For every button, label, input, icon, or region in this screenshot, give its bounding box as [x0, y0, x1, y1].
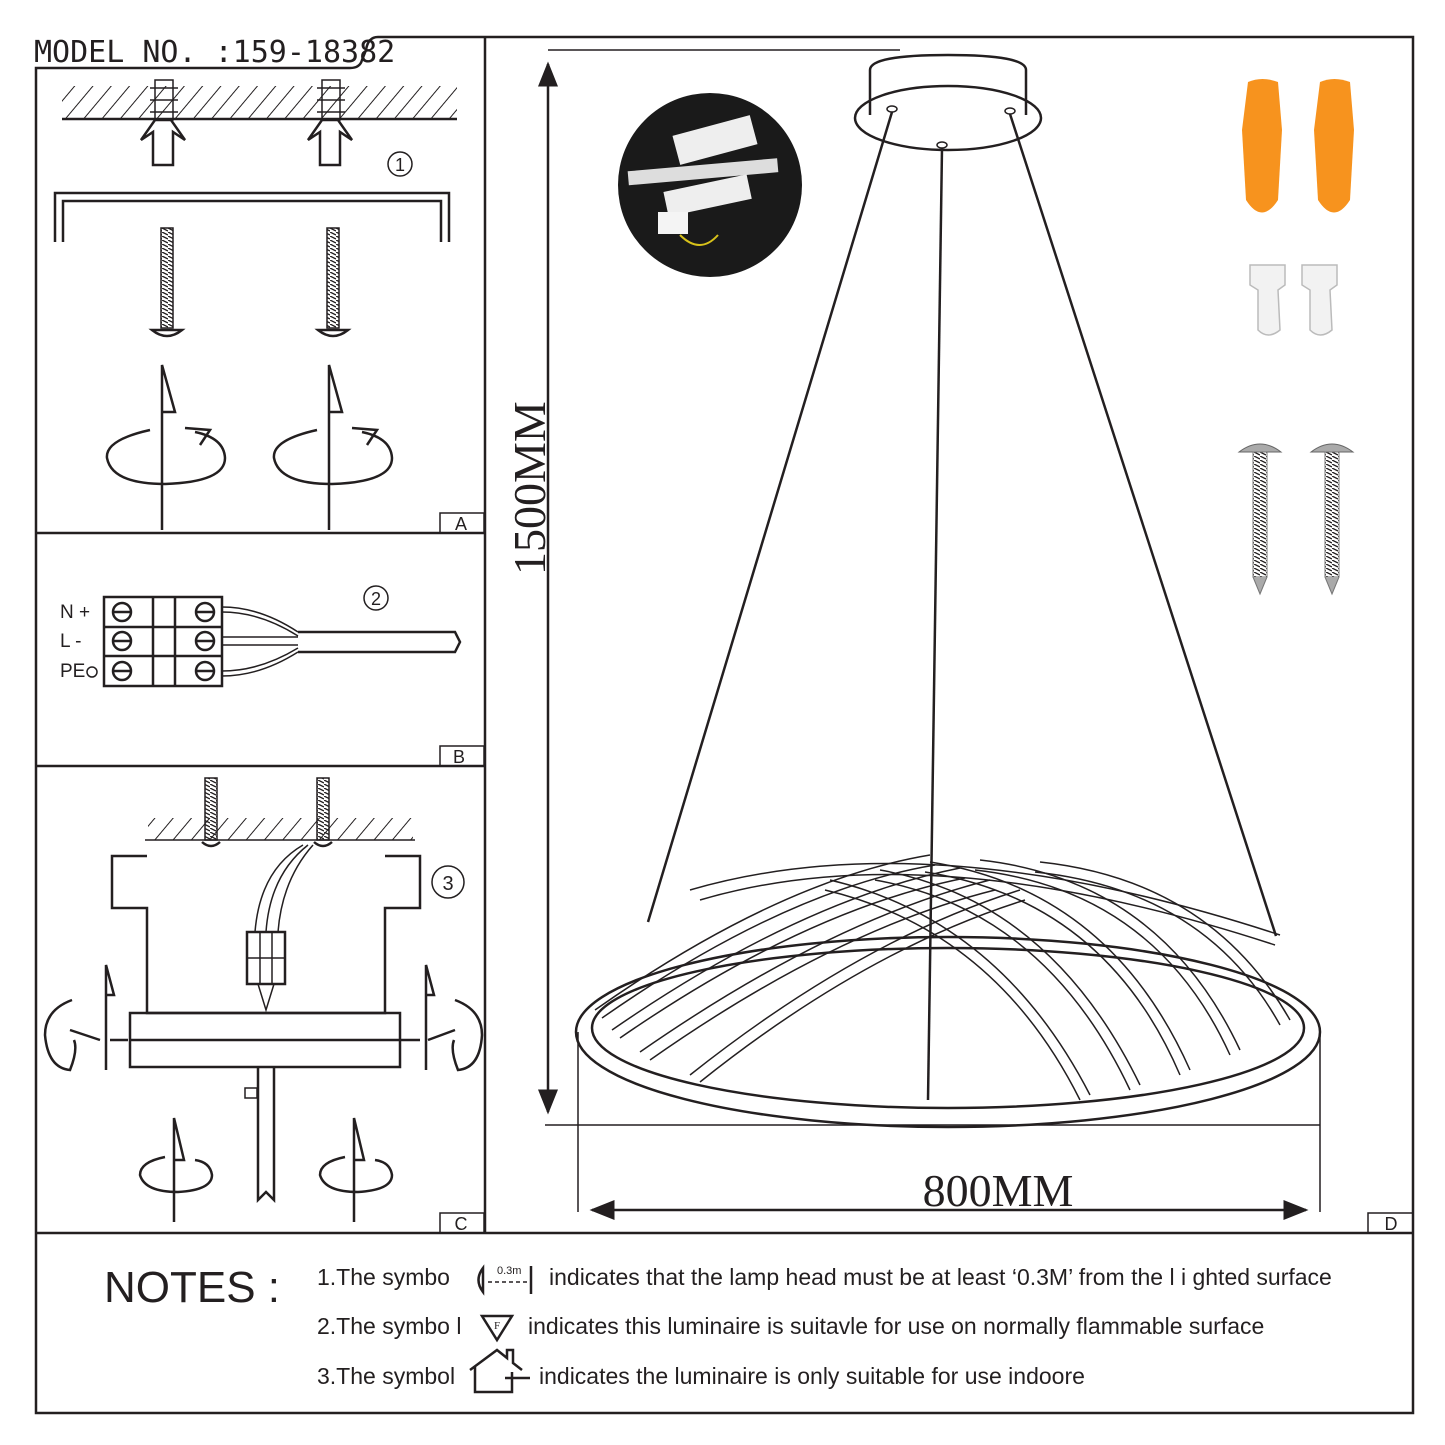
rotate-icon [272, 364, 394, 530]
terminal-block [102, 595, 224, 688]
canopy-outline [110, 854, 422, 1015]
height-dimension-label: 1500MM [504, 401, 555, 575]
wire-cap-icon [1249, 264, 1338, 336]
screw-icon [1237, 443, 1355, 596]
panel-d: 1500MM 800MM [504, 49, 1414, 1234]
flammable-surface-icon [479, 1314, 515, 1343]
terminal-label-pe: PE [60, 661, 85, 682]
panel-label: B [453, 747, 465, 767]
rotate-icon [138, 1117, 394, 1222]
panel-b: N + L - PE 2 B [60, 585, 485, 767]
terminal-label-l: L - [60, 631, 81, 652]
model-number: MODEL NO. :159-18382 [34, 35, 395, 70]
wall-anchor-icon [139, 79, 187, 167]
driver-photo [618, 93, 802, 277]
panel-label: A [455, 514, 467, 534]
note-1-prefix: 1.The symbo [317, 1264, 450, 1290]
note-2-prefix: 2.The symbo l [317, 1313, 461, 1339]
note-1-symbol-text: 0.3m [497, 1265, 521, 1277]
width-dimension-label: 800MM [923, 1165, 1074, 1216]
pendant-lamp [574, 53, 1322, 1129]
note-2-text: indicates this luminaire is suitavle for… [528, 1313, 1264, 1339]
dome-ribs [594, 854, 1291, 1101]
indoor-use-icon [469, 1348, 530, 1394]
notes-title: NOTES : [104, 1263, 280, 1312]
note-3-prefix: 3.The symbol [317, 1363, 455, 1389]
note-1-text: indicates that the lamp head must be at … [549, 1264, 1332, 1290]
step-number: 3 [442, 873, 453, 895]
panel-c: 3 C [43, 777, 485, 1234]
screw-icon [148, 227, 186, 338]
note-3-text: indicates the luminaire is only suitable… [539, 1363, 1085, 1389]
mounting-bracket [53, 191, 451, 242]
step-number: 2 [371, 589, 381, 609]
ground-icon [86, 666, 98, 678]
panel-label: D [1385, 1214, 1398, 1234]
frame [34, 35, 1415, 1415]
panel-label: C [455, 1214, 468, 1234]
rotate-icon [43, 964, 484, 1072]
screw-icon [314, 227, 352, 338]
cable [221, 606, 462, 677]
wall-anchor-icon [306, 79, 354, 167]
panel-a: 1 A [53, 78, 485, 534]
step-number: 1 [395, 155, 405, 175]
note-2-symbol-text: F [494, 1320, 500, 1332]
notes-section: NOTES : 1.The symbo 0.3m indicates that … [104, 1263, 1332, 1394]
distance-symbol-icon [477, 1264, 533, 1296]
rotate-icon [105, 364, 227, 530]
wall-plug-icon [1242, 79, 1354, 213]
terminal-label-n: N + [60, 602, 90, 623]
